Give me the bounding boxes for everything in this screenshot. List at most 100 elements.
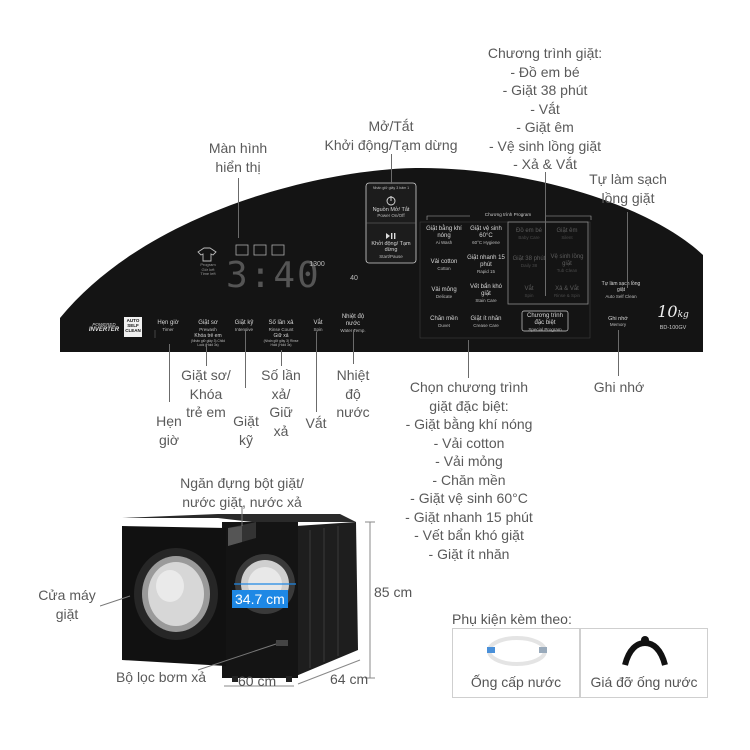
door-diameter-label: 34.7 cm (232, 590, 288, 608)
special-label: Chương trình đặc biệt (527, 313, 563, 326)
lead-spin (316, 332, 317, 412)
hose-icon (487, 636, 547, 666)
lead-screen (238, 178, 239, 238)
lead-programs (545, 172, 546, 296)
callout-programs: Chương trình giặt: - Đồ em bé - Giặt 38 … (465, 44, 625, 174)
badge-line1: AUTO (126, 318, 140, 323)
program-label-en: Tub Clean (556, 267, 578, 273)
callout-line: nước giặt, nước xả (182, 493, 302, 510)
program-label: Chăn mền (430, 316, 458, 322)
power-button[interactable]: Nguồn Mở/ Tắt Power On/Off (366, 207, 416, 218)
power-label-en: Power On/Off (377, 213, 405, 219)
program-label: Vải mỏng (431, 287, 457, 293)
prewash-label: Giặt sơ (198, 320, 218, 326)
callout-line: Ngăn đựng bột giặt/ (180, 475, 304, 491)
callout-line: - Giặt bằng khí nóng (405, 416, 533, 432)
program-label: Vải cotton (430, 259, 458, 265)
callout-line: - Giặt vệ sinh 60°C (410, 490, 528, 506)
callout-special: Chọn chương trình giặt đặc biệt: - Giặt … (393, 378, 545, 563)
callout-line: - Vải cotton (433, 434, 505, 451)
callout-line: Khóa (189, 385, 223, 402)
lead-special (468, 340, 469, 378)
start-label-en: Start/Pause (379, 253, 403, 259)
model-number: BD-100GV (659, 325, 687, 331)
program-label: Giặt nhanh 15 phút (467, 255, 505, 268)
callout-line: Hẹn (156, 413, 182, 429)
accessory-holder-label: Giá đỡ ống nước (590, 674, 698, 690)
program-label: Xả & Vắt (555, 286, 579, 292)
callout-line: kỹ (239, 431, 253, 448)
intensive-label: Giặt kỹ (234, 320, 254, 326)
program-label-en: Crease Care (473, 322, 499, 328)
rinse-hold-label-en: (Nhấn giữ giây 3) Rinse Hold (Hold 3s) (263, 338, 299, 347)
callout-line: trẻ em (186, 404, 226, 420)
accessories-title: Phụ kiện kèm theo: (452, 611, 572, 627)
badge-line2: SELF (127, 323, 139, 329)
capacity-unit: kg (677, 310, 689, 320)
tub-clean-label: Tự làm sạch lồng giặt (601, 281, 641, 293)
program-label-en: Rapid 15 (476, 268, 495, 274)
callout-line: - Giặt ít nhăn (428, 545, 510, 562)
timer-label: Hẹn giờ (157, 320, 179, 326)
callout-memory: Ghi nhớ (586, 378, 652, 397)
display-temp: 40 (350, 275, 358, 282)
callout-line: giờ (158, 431, 180, 448)
callout-tub-clean: Tự làm sạch lồng giặt (578, 170, 678, 207)
callout-line: Tự làm sạch (589, 171, 667, 187)
callout-screen: Màn hình hiển thị (195, 139, 281, 176)
display-label-3: Time left (200, 271, 216, 277)
program-label-en: 60°C Hygiene (472, 239, 500, 245)
program-label-en: Rinse & Spin (553, 292, 580, 298)
callout-line: Số lần (261, 367, 301, 383)
badge-line3: CLEAN (125, 328, 141, 334)
prewash-label-en: Prewash (199, 326, 217, 332)
callout-line: lồng giặt (601, 189, 655, 206)
brand-line1: POWERED (92, 322, 116, 327)
lead-memory (618, 330, 619, 376)
callout-line: Chương trình giặt: (487, 45, 603, 61)
program-label: Vết bẩn khó giặt (469, 284, 503, 297)
callout-intensive: Giặt kỹ (226, 412, 266, 449)
callout-line: - Vết bẩn khó giặt (414, 527, 524, 543)
height-dimension: 85 cm (374, 584, 413, 600)
callout-line: xả (273, 422, 289, 439)
start-pause-button[interactable]: Khởi động/ Tạm dừng Start/Pause (366, 241, 416, 259)
program-label-en: Delicate (435, 293, 453, 299)
program-label-en: Daily 38 (520, 262, 538, 268)
power-hint: Nhấn giữ giây 3 bấm 1 (372, 186, 410, 190)
program-label: Giặt 38 phút (512, 256, 546, 262)
callout-line: Màn hình (208, 140, 268, 156)
program-label: Giặt bằng khí nóng (426, 226, 462, 239)
water-temp-label: Nhiệt độ nước (341, 314, 365, 327)
memory-label-en: Memory (609, 322, 627, 328)
program-label: Giặt ít nhăn (470, 316, 502, 322)
rinse-label: Số lần xả (268, 320, 294, 326)
callout-line: xả/ (271, 385, 291, 402)
callout-power: Mở/Tắt Khởi động/Tạm dừng (316, 117, 466, 154)
lead-tub-clean (627, 212, 628, 288)
program-label: Giặt vệ sinh 60°C (470, 226, 502, 239)
